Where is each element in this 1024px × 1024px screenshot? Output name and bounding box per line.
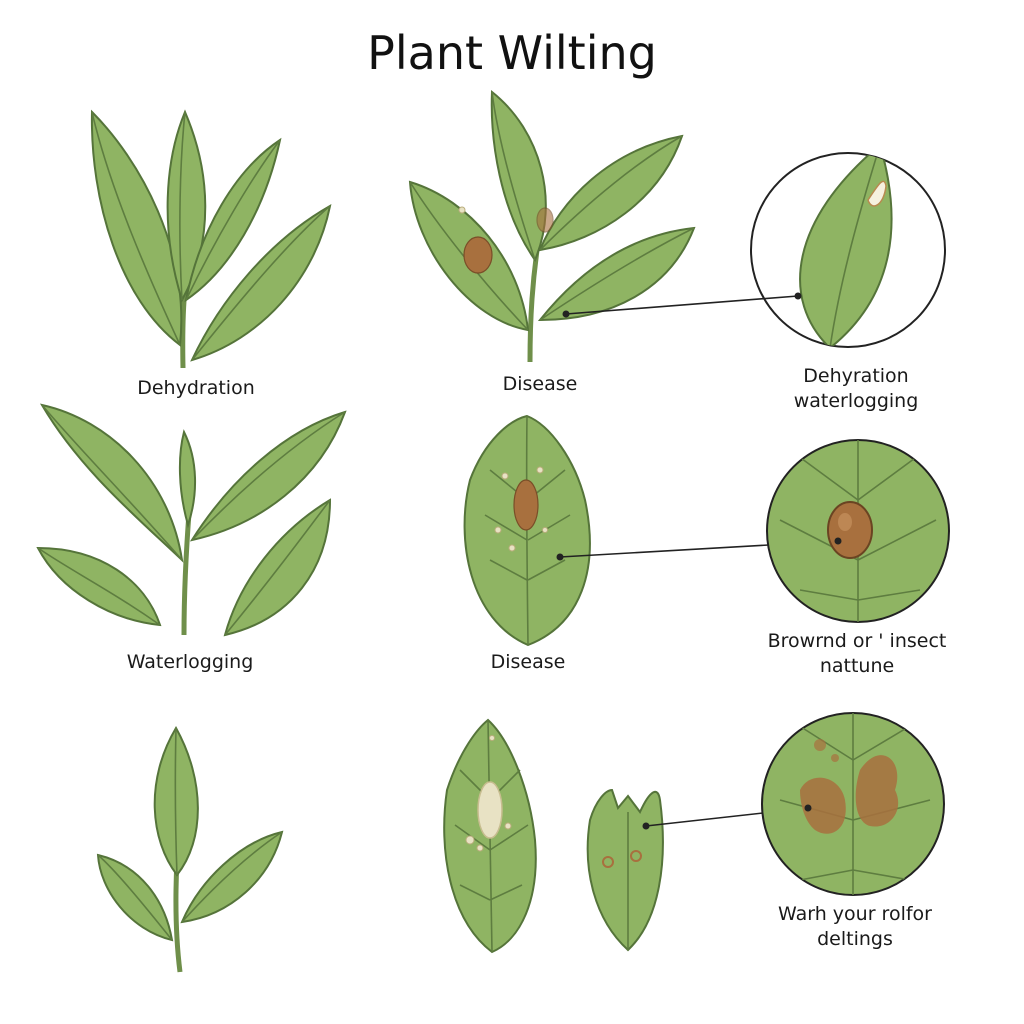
detail-circle-leaf-tip [562, 152, 946, 348]
leaf-disease-middle [463, 414, 839, 647]
label-detail-1-line1: Dehyration [803, 365, 909, 387]
label-disease-middle: Disease [490, 651, 566, 673]
label-waterlogging: Waterlogging [126, 651, 254, 673]
plant-waterlogging [36, 403, 347, 637]
label-detail-3-line2: deltings [817, 928, 893, 950]
leaves-bottom-diseased [443, 718, 809, 954]
label-dehydration: Dehydration [137, 377, 255, 399]
label-disease-top: Disease [502, 373, 578, 395]
plant-disease-top [408, 89, 696, 363]
plant-dehydration [90, 109, 332, 369]
label-detail-1-line2: waterlogging [793, 390, 919, 412]
label-detail-3-line1: Warh your rolfor [778, 903, 932, 925]
page-title: Plant Wilting [367, 26, 657, 80]
detail-circle-rot [761, 712, 945, 896]
detail-circle-insect [766, 439, 950, 623]
label-detail-2-line2: nattune [819, 655, 895, 677]
plant-bottom-left [96, 725, 284, 973]
label-detail-2-line1: Browrnd or ' insect [767, 630, 947, 652]
